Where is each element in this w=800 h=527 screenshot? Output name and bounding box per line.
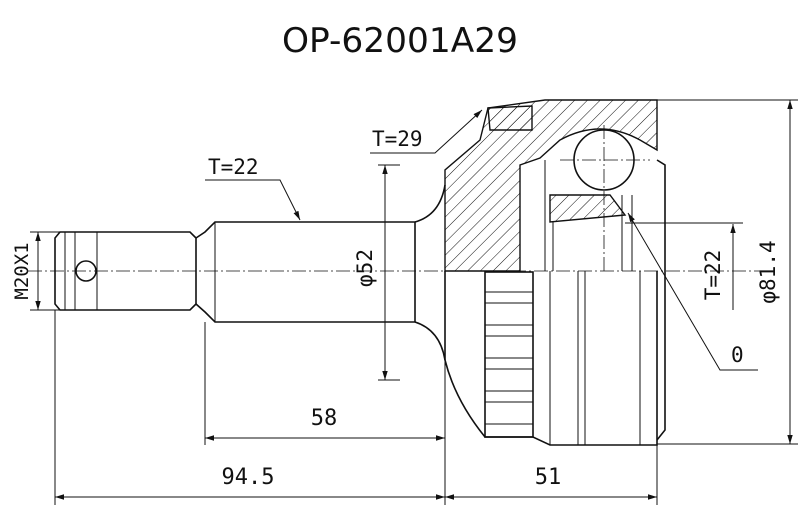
bell-length-label: 51 — [535, 465, 562, 490]
shaft — [195, 184, 446, 361]
threaded-stub — [54, 231, 197, 311]
abs-teeth — [485, 291, 533, 425]
part-number-title: OP-62001A29 — [282, 21, 518, 61]
outer-bell — [444, 99, 666, 446]
abs-ring — [484, 271, 534, 438]
outer-diameter-label: φ81.4 — [756, 240, 780, 303]
hole-icon — [75, 260, 97, 282]
abs-teeth-leader — [627, 212, 758, 371]
outer-spline-leader — [370, 109, 483, 154]
shaft-spline-leader — [205, 179, 301, 221]
stub-length-label: 94.5 — [222, 465, 275, 490]
shaft-spline-label: T=22 — [208, 155, 259, 179]
inner-spline-label: T=22 — [701, 250, 725, 301]
outer-spline-label: T=29 — [372, 127, 423, 151]
thread-label: M20X1 — [11, 242, 33, 299]
shaft-diameter-label: φ52 — [353, 249, 377, 287]
shaft-length-label: 58 — [311, 406, 338, 431]
abs-teeth-label: 0 — [731, 343, 744, 367]
